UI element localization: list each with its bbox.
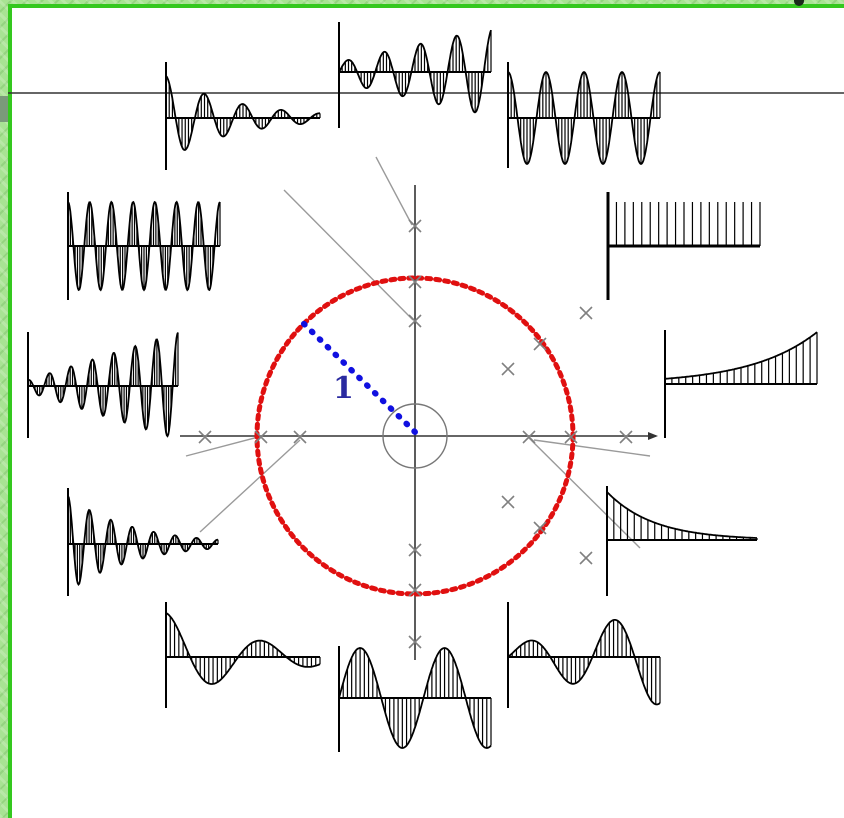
response-right-lower xyxy=(606,486,758,596)
z-plane-axes xyxy=(180,185,658,660)
signal-curve xyxy=(507,619,661,706)
pole-marker-icon xyxy=(579,306,593,320)
signal-curve xyxy=(165,612,321,685)
pole-marker-icon xyxy=(254,430,268,444)
pole-marker-icon xyxy=(501,362,515,376)
real-axis-arrow xyxy=(648,432,658,440)
signal-curve xyxy=(664,331,818,380)
guide-line xyxy=(533,439,651,457)
response-top-center xyxy=(338,22,492,128)
corner-decoration xyxy=(794,0,804,6)
signal-curve xyxy=(606,491,757,539)
pole-marker-icon xyxy=(619,430,633,444)
response-bottom-left xyxy=(165,602,321,708)
signal-curve xyxy=(507,70,661,166)
unit-radius-line xyxy=(299,319,418,435)
guide-line xyxy=(527,436,641,549)
signal-curve xyxy=(338,29,492,114)
pole-marker-icon xyxy=(408,219,422,233)
pole-marker-icon xyxy=(408,543,422,557)
pole-marker-icon xyxy=(522,430,536,444)
pole-marker-icon xyxy=(408,583,422,597)
signal-curve xyxy=(338,647,492,749)
guide-line xyxy=(185,435,263,457)
impulse-responses xyxy=(27,22,818,752)
signal-curve xyxy=(27,332,179,438)
guide-line xyxy=(283,189,414,321)
response-bottom-center xyxy=(338,646,492,752)
pole-guide-lines xyxy=(185,156,651,549)
pole-marker-icon xyxy=(293,430,307,444)
response-left-upper xyxy=(67,192,221,300)
response-left-middle xyxy=(27,332,179,438)
pole-marker-icon xyxy=(533,521,547,535)
signal-curve xyxy=(165,75,320,151)
guide-line xyxy=(375,156,413,226)
pole-marker-icon xyxy=(408,275,422,289)
pole-marker-icon xyxy=(533,337,547,351)
pole-marker-icon xyxy=(198,430,212,444)
pole-marker-icon xyxy=(564,430,578,444)
radius-label: 1 xyxy=(333,371,354,406)
response-top-left xyxy=(165,62,321,170)
signal-curve xyxy=(67,495,219,586)
window-edge-stub xyxy=(0,96,8,122)
pole-marker-icon xyxy=(408,635,422,649)
response-top-right xyxy=(507,62,661,168)
pole-markers xyxy=(198,219,633,649)
origin-circle xyxy=(382,403,448,469)
pole-marker-icon xyxy=(408,314,422,328)
pole-marker-icon xyxy=(501,495,515,509)
response-bottom-right xyxy=(507,602,661,708)
guide-line xyxy=(199,439,301,533)
response-right-middle xyxy=(664,330,818,438)
response-right-upper xyxy=(606,192,761,300)
response-left-lower xyxy=(67,488,219,596)
pole-marker-icon xyxy=(579,551,593,565)
signal-curve xyxy=(67,200,221,292)
